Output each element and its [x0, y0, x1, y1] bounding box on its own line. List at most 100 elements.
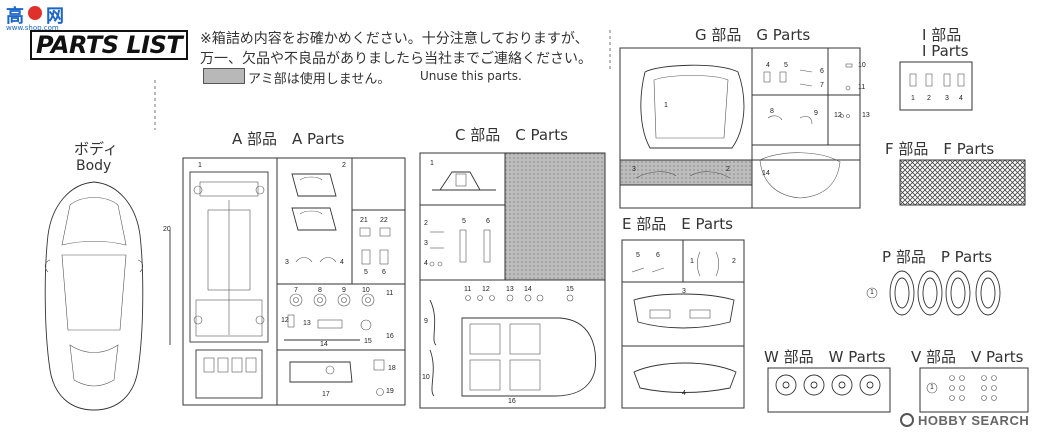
- g-parts-label: G 部品 G Parts: [695, 26, 811, 44]
- g-num-13: 13: [862, 112, 870, 119]
- watermark-logo: 高 网 www.shop.com: [4, 2, 74, 32]
- a-num-2: 2: [342, 162, 346, 169]
- body-part: [44, 181, 144, 411]
- c-num-13: 13: [506, 286, 514, 293]
- body-label-en: Body: [76, 158, 112, 174]
- unuse-swatch: [203, 68, 245, 84]
- p-num-1: 1: [870, 289, 874, 296]
- g-num-10: 10: [858, 62, 866, 69]
- g-num-3: 3: [632, 166, 636, 173]
- a-num-1: 1: [198, 162, 202, 169]
- i-num-2: 2: [927, 95, 931, 102]
- a-num-8: 8: [318, 287, 322, 294]
- c-num-14: 14: [524, 286, 532, 293]
- unuse-en: Unuse this parts.: [420, 69, 522, 83]
- g-num-1: 1: [664, 102, 668, 109]
- c-num-3: 3: [424, 240, 428, 247]
- g-num-11: 11: [858, 84, 866, 91]
- page-title: PARTS LIST: [30, 30, 189, 60]
- body-label-jp: ボディ: [74, 140, 118, 158]
- a-num-7: 7: [294, 287, 298, 294]
- i-parts-label-en: I Parts: [922, 42, 969, 60]
- watermark-url: www.shop.com: [6, 24, 59, 32]
- hobby-search-text: HOBBY SEARCH: [918, 413, 1030, 428]
- i-num-1: 1: [911, 95, 915, 102]
- g-num-8: 8: [770, 108, 774, 115]
- unuse-jp: アミ部は使用しません。: [248, 72, 391, 87]
- v-parts-runner: [919, 367, 1029, 413]
- c-parts-label: C 部品 C Parts: [455, 126, 568, 144]
- a-num-3: 3: [285, 259, 289, 266]
- a-num-10: 10: [362, 287, 370, 294]
- c-num-4: 4: [424, 260, 428, 267]
- a-num-12: 12: [281, 317, 289, 324]
- c-num-10: 10: [422, 374, 430, 381]
- i-parts-label-jp: I 部品: [922, 26, 962, 44]
- f-parts-mesh: [899, 159, 1026, 206]
- a-num-17: 17: [322, 391, 330, 398]
- p-parts-tires: [866, 270, 1001, 316]
- i-num-4: 4: [959, 95, 963, 102]
- w-parts-runner: [767, 367, 891, 413]
- g-num-9: 9: [814, 110, 818, 117]
- page-title-text: PARTS LIST: [30, 30, 189, 60]
- g-num-6: 6: [820, 68, 824, 75]
- a-num-11: 11: [386, 290, 394, 297]
- c-num-5: 5: [462, 218, 466, 225]
- a-num-20: 20: [163, 226, 171, 233]
- v-num-1: 1: [930, 384, 934, 391]
- a-parts-runner: [169, 157, 406, 406]
- a-num-16: 16: [386, 333, 394, 340]
- c-num-12: 12: [482, 286, 490, 293]
- a-num-14: 14: [320, 341, 328, 348]
- g-num-12: 12: [834, 112, 842, 119]
- c-num-6: 6: [486, 218, 490, 225]
- v-parts-label: V 部品 V Parts: [911, 348, 1024, 366]
- w-parts-label: W 部品 W Parts: [764, 348, 886, 366]
- p-parts-label: P 部品 P Parts: [882, 248, 993, 266]
- g-num-2: 2: [726, 166, 730, 173]
- c-num-15: 15: [566, 286, 574, 293]
- c-num-11: 11: [464, 286, 472, 293]
- c-num-9: 9: [424, 318, 428, 325]
- watermark-dot-icon: [28, 6, 42, 20]
- g-num-5: 5: [784, 62, 788, 69]
- c-num-16: 16: [508, 398, 516, 405]
- e-num-3: 3: [682, 288, 686, 295]
- a-num-19: 19: [386, 388, 394, 395]
- c-num-1: 1: [430, 160, 434, 167]
- f-parts-label: F 部品 F Parts: [885, 140, 995, 158]
- watermark-char: 高: [6, 6, 24, 27]
- a-num-4: 4: [340, 259, 344, 266]
- e-num-1: 1: [690, 258, 694, 265]
- e-num-6: 6: [656, 252, 660, 259]
- e-num-4: 4: [682, 390, 686, 397]
- g-num-14: 14: [762, 170, 770, 177]
- a-num-13: 13: [303, 320, 311, 327]
- c-parts-runner: [419, 152, 606, 409]
- note-line-2: 万一、欠品や不良品がありましたら当社までご連絡ください。: [200, 51, 592, 67]
- a-num-15: 15: [364, 338, 372, 345]
- g-num-7: 7: [820, 82, 824, 89]
- a-num-18: 18: [388, 365, 396, 372]
- e-num-5: 5: [636, 252, 640, 259]
- a-num-22: 22: [380, 217, 388, 224]
- a-num-6: 6: [382, 269, 386, 276]
- c-num-2: 2: [424, 220, 428, 227]
- note-line-1: ※箱詰め内容をお確かめください。十分注意しておりますが、: [200, 31, 589, 47]
- e-parts-runner: [621, 239, 745, 409]
- e-parts-label: E 部品 E Parts: [622, 215, 733, 233]
- watermark-site-char: 网: [46, 6, 64, 27]
- hobby-search-watermark: HOBBY SEARCH: [900, 410, 1050, 432]
- a-parts-label: A 部品 A Parts: [232, 130, 345, 148]
- a-num-21: 21: [360, 217, 368, 224]
- i-parts-runner: [899, 61, 973, 111]
- g-num-4: 4: [766, 62, 770, 69]
- i-num-3: 3: [945, 95, 949, 102]
- a-num-9: 9: [342, 287, 346, 294]
- a-num-5: 5: [364, 269, 368, 276]
- hobby-search-logo-icon: [900, 413, 914, 427]
- g-parts-runner: [619, 47, 861, 209]
- e-num-2: 2: [732, 258, 736, 265]
